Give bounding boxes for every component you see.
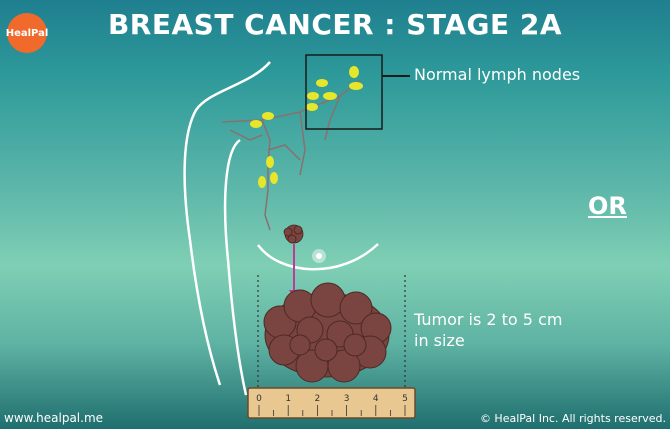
lymph-node (266, 156, 274, 168)
lymph-nodes-label: Normal lymph nodes (414, 65, 581, 84)
website-link[interactable]: www.healpal.me (4, 411, 104, 425)
body-outline (183, 61, 271, 386)
lymph-node (349, 66, 359, 78)
ruler-tick-label: 1 (285, 394, 291, 404)
tumor-size-label-line1: Tumor is 2 to 5 cm (414, 310, 563, 329)
lymph-nodes (250, 66, 363, 188)
or-label: OR (588, 192, 627, 220)
arm-outline (223, 138, 248, 396)
lymph-node (262, 112, 274, 120)
ruler-tick-label: 3 (344, 394, 350, 404)
lymph-node (306, 103, 318, 111)
ruler-tick-label: 2 (315, 394, 321, 404)
lymph-node-highlight-box (305, 54, 383, 130)
ruler: 0 1 2 3 4 5 (247, 387, 416, 419)
small-tumor (283, 224, 304, 244)
breast-outline (256, 243, 379, 271)
tumor-size-label-line2: in size (414, 331, 465, 350)
large-tumor (263, 282, 392, 383)
lymph-node (307, 92, 319, 100)
lymph-node (250, 120, 262, 128)
ruler-tick-label: 5 (402, 394, 408, 404)
lymph-node (270, 172, 278, 184)
lymph-node (323, 92, 337, 100)
lymph-node (258, 176, 266, 188)
lymph-node (349, 82, 363, 90)
lymph-vessels (221, 79, 361, 231)
lymph-node (316, 79, 328, 87)
ruler-tick-labels: 0 1 2 3 4 5 (256, 394, 408, 404)
healpal-logo: HealPal (6, 13, 48, 53)
ruler-tick-label: 4 (373, 394, 379, 404)
copyright-text: © HealPal Inc. All rights reserved. (479, 412, 666, 425)
ruler-tick-label: 0 (256, 394, 262, 404)
page-title: BREAST CANCER : STAGE 2A (107, 8, 563, 41)
ruler-minor-ticks (258, 405, 406, 416)
